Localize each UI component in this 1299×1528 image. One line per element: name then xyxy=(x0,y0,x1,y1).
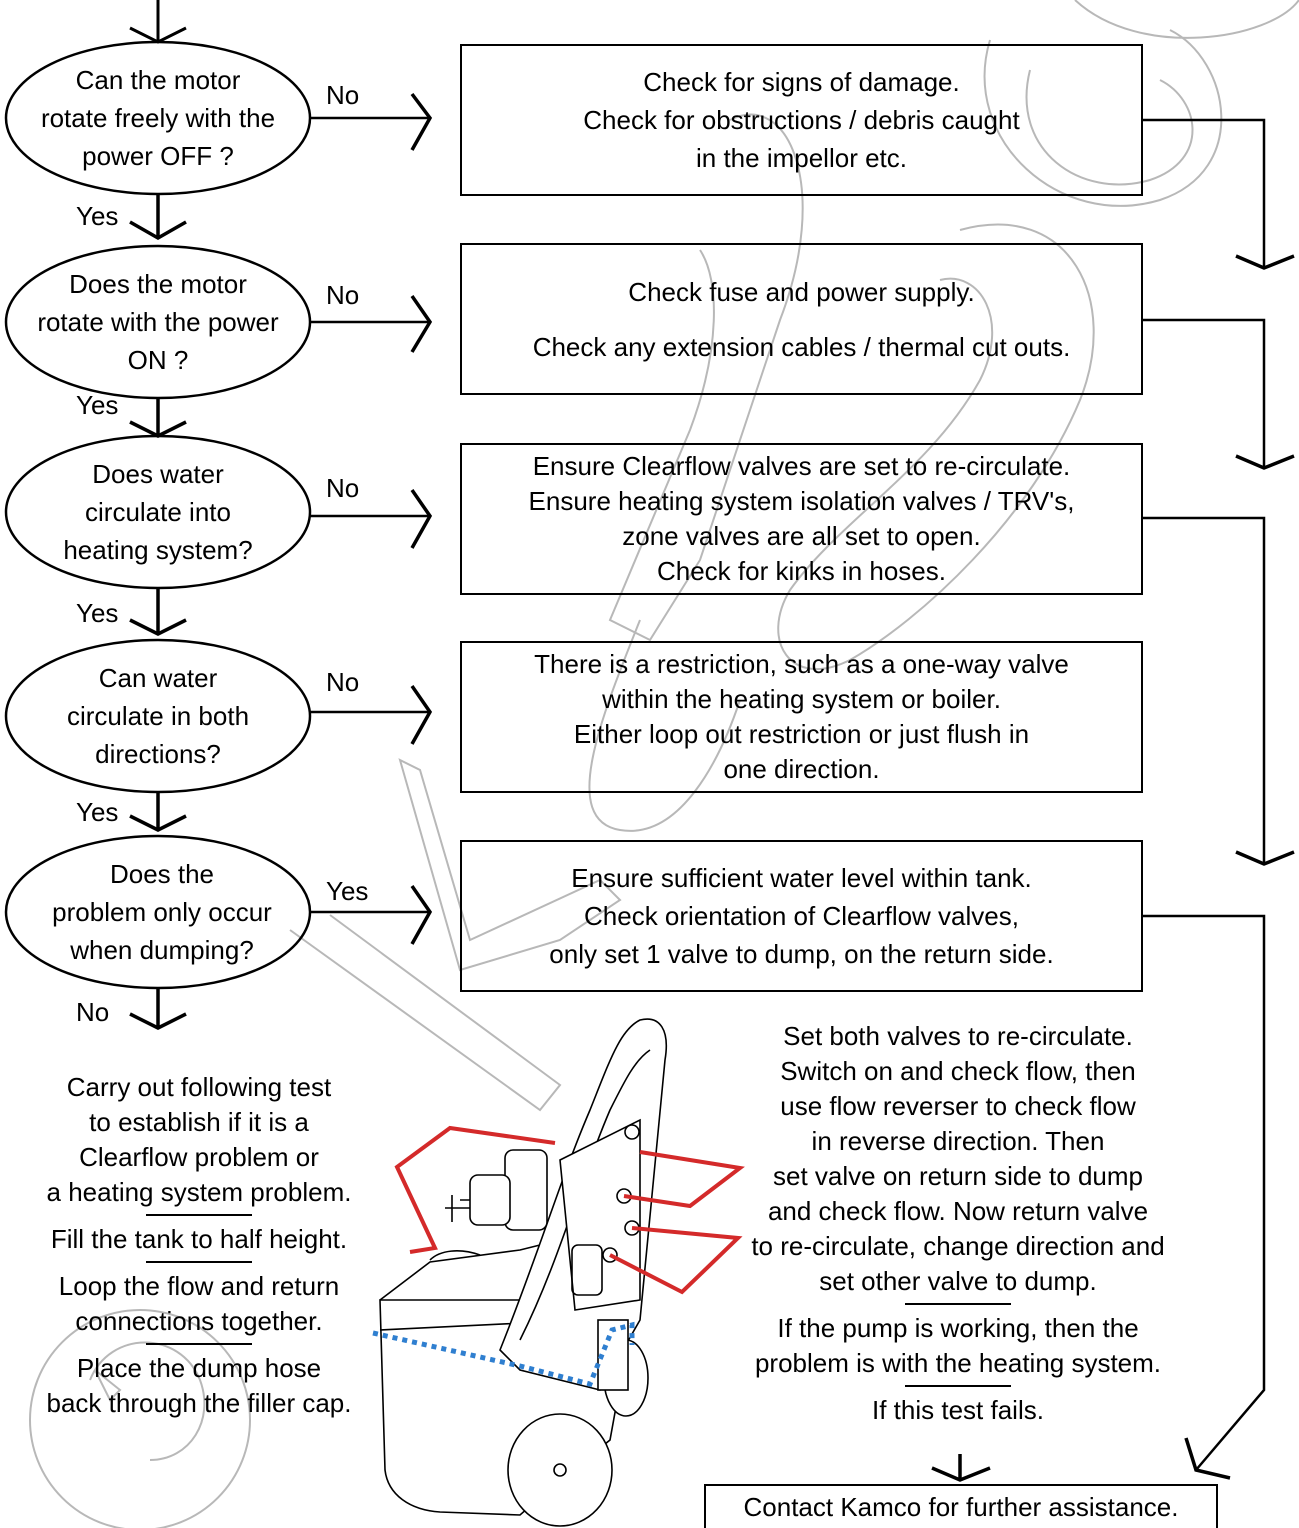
action-3-line-4: Check for kinks in hoses. xyxy=(656,556,946,586)
action-3-line-2: Ensure heating system isolation valves /… xyxy=(528,486,1075,516)
decision-1-line-1: Can the motor xyxy=(75,65,241,95)
no-arrows xyxy=(310,92,433,945)
decision-3-line-1: Does water xyxy=(92,459,224,489)
decision-5-line-1: Does the xyxy=(109,859,215,889)
action-5-line-1: Ensure sufficient water level within tan… xyxy=(571,863,1032,893)
decision-2-line-1: Does the motor xyxy=(69,269,247,299)
decision-1-no-label: No xyxy=(326,80,360,110)
decision-1-line-3: power OFF ? xyxy=(82,141,234,171)
entry-arrow xyxy=(129,0,187,44)
decision-1-text: Can the motor rotate freely with the pow… xyxy=(12,61,304,175)
action-box-3: Ensure Clearflow valves are set to re-ci… xyxy=(460,443,1143,595)
separator-line xyxy=(146,1214,252,1216)
decision-1-line-2: rotate freely with the xyxy=(40,103,276,133)
right-para1-line-8: set other valve to dump. xyxy=(819,1266,1097,1296)
left-step-1: Fill the tank to half height. xyxy=(50,1224,348,1254)
decision-3-line-3: heating system? xyxy=(63,535,253,565)
decision-4-yes-label: Yes xyxy=(76,797,119,827)
decision-5-text: Does the problem only occur when dumping… xyxy=(12,855,312,969)
decision-5-yes-label: Yes xyxy=(326,876,369,906)
red-pointer-lines xyxy=(394,1125,745,1295)
decision-2-no-label: No xyxy=(326,280,360,310)
action-1-line-1: Check for signs of damage. xyxy=(643,67,960,97)
action-5-line-3: only set 1 valve to dump, on the return … xyxy=(549,939,1054,969)
decision-4-text: Can water circulate in both directions? xyxy=(12,659,304,773)
decision-5-line-3: when dumping? xyxy=(70,935,254,965)
action-box-2: Check fuse and power supply. Check any e… xyxy=(460,243,1143,395)
left-step-3-line-1: Place the dump hose xyxy=(76,1353,322,1383)
decision-3-line-2: circulate into xyxy=(85,497,231,527)
action-4-line-3: Either loop out restriction or just flus… xyxy=(573,719,1030,749)
right-para1-line-3: use flow reverser to check flow xyxy=(780,1091,1136,1121)
right-para2-line-2: problem is with the heating system. xyxy=(754,1348,1162,1378)
decision-1-yes-label: Yes xyxy=(76,201,119,231)
left-intro-line-2: to establish if it is a xyxy=(89,1107,309,1137)
decision-3-text: Does water circulate into heating system… xyxy=(12,455,304,569)
separator-line xyxy=(905,1385,1011,1387)
return-lines xyxy=(1142,118,1295,1480)
contact-kamco-box: Contact Kamco for further assistance. xyxy=(704,1484,1218,1528)
action-2-line-2: Check any extension cables / thermal cut… xyxy=(532,331,1071,362)
decision-4-no-label: No xyxy=(326,667,360,697)
decision-2-yes-label: Yes xyxy=(76,390,119,420)
right-para1-line-1: Set both valves to re-circulate. xyxy=(783,1021,1133,1051)
decision-4-line-1: Can water xyxy=(98,663,218,693)
clearflow-machine-illustration xyxy=(379,1018,667,1527)
action-1-line-3: in the impellor etc. xyxy=(696,143,907,173)
right-para2-line-1: If the pump is working, then the xyxy=(777,1313,1139,1343)
right-para1-line-2: Switch on and check flow, then xyxy=(780,1056,1136,1086)
action-1-line-2: Check for obstructions / debris caught xyxy=(583,105,1020,135)
final-arrow xyxy=(931,1454,991,1482)
decision-5-line-2: problem only occur xyxy=(52,897,272,927)
contact-kamco-text: Contact Kamco for further assistance. xyxy=(743,1492,1179,1522)
separator-line xyxy=(146,1343,252,1345)
left-step-2-line-1: Loop the flow and return xyxy=(58,1271,340,1301)
decision-2-line-3: ON ? xyxy=(127,345,189,375)
decision-4-line-2: circulate in both xyxy=(66,701,250,731)
separator-line xyxy=(905,1303,1011,1305)
action-4-line-1: There is a restriction, such as a one-wa… xyxy=(534,649,1069,679)
action-2-line-1: Check fuse and power supply. xyxy=(628,276,975,307)
yes-arrows xyxy=(129,194,187,1030)
decision-3-no-label: No xyxy=(326,473,360,503)
left-test-instructions: Carry out following test to establish if… xyxy=(18,1070,380,1421)
action-box-1: Check for signs of damage. Check for obs… xyxy=(460,44,1143,196)
left-step-3-line-2: back through the filler cap. xyxy=(46,1388,352,1418)
left-intro-line-1: Carry out following test xyxy=(66,1072,332,1102)
decision-2-text: Does the motor rotate with the power ON … xyxy=(12,265,304,379)
water-level-dotted-line xyxy=(372,1321,635,1387)
right-para1-line-4: in reverse direction. Then xyxy=(811,1126,1105,1156)
separator-line xyxy=(146,1261,252,1263)
right-para1-line-5: set valve on return side to dump xyxy=(773,1161,1143,1191)
decision-4-line-3: directions? xyxy=(95,739,221,769)
left-intro-line-4: a heating system problem. xyxy=(46,1177,352,1207)
decision-2-line-2: rotate with the power xyxy=(37,307,279,337)
action-box-5: Ensure sufficient water level within tan… xyxy=(460,840,1143,992)
left-step-2-line-2: connections together. xyxy=(75,1306,323,1336)
action-4-line-4: one direction. xyxy=(723,754,880,784)
left-intro-line-3: Clearflow problem or xyxy=(79,1142,319,1172)
right-test-instructions: Set both valves to re-circulate. Switch … xyxy=(714,1019,1202,1428)
action-3-line-1: Ensure Clearflow valves are set to re-ci… xyxy=(532,451,1071,481)
action-box-4: There is a restriction, such as a one-wa… xyxy=(460,641,1143,793)
action-4-line-2: within the heating system or boiler. xyxy=(602,684,1001,714)
decision-5-no-label: No xyxy=(76,997,110,1027)
right-para3: If this test fails. xyxy=(872,1395,1044,1425)
action-5-line-2: Check orientation of Clearflow valves, xyxy=(584,901,1019,931)
action-3-line-3: zone valves are all set to open. xyxy=(622,521,981,551)
decision-3-yes-label: Yes xyxy=(76,598,119,628)
right-para1-line-6: and check flow. Now return valve xyxy=(767,1196,1149,1226)
right-para1-line-7: to re-circulate, change direction and xyxy=(751,1231,1165,1261)
watermark xyxy=(29,0,1299,1528)
